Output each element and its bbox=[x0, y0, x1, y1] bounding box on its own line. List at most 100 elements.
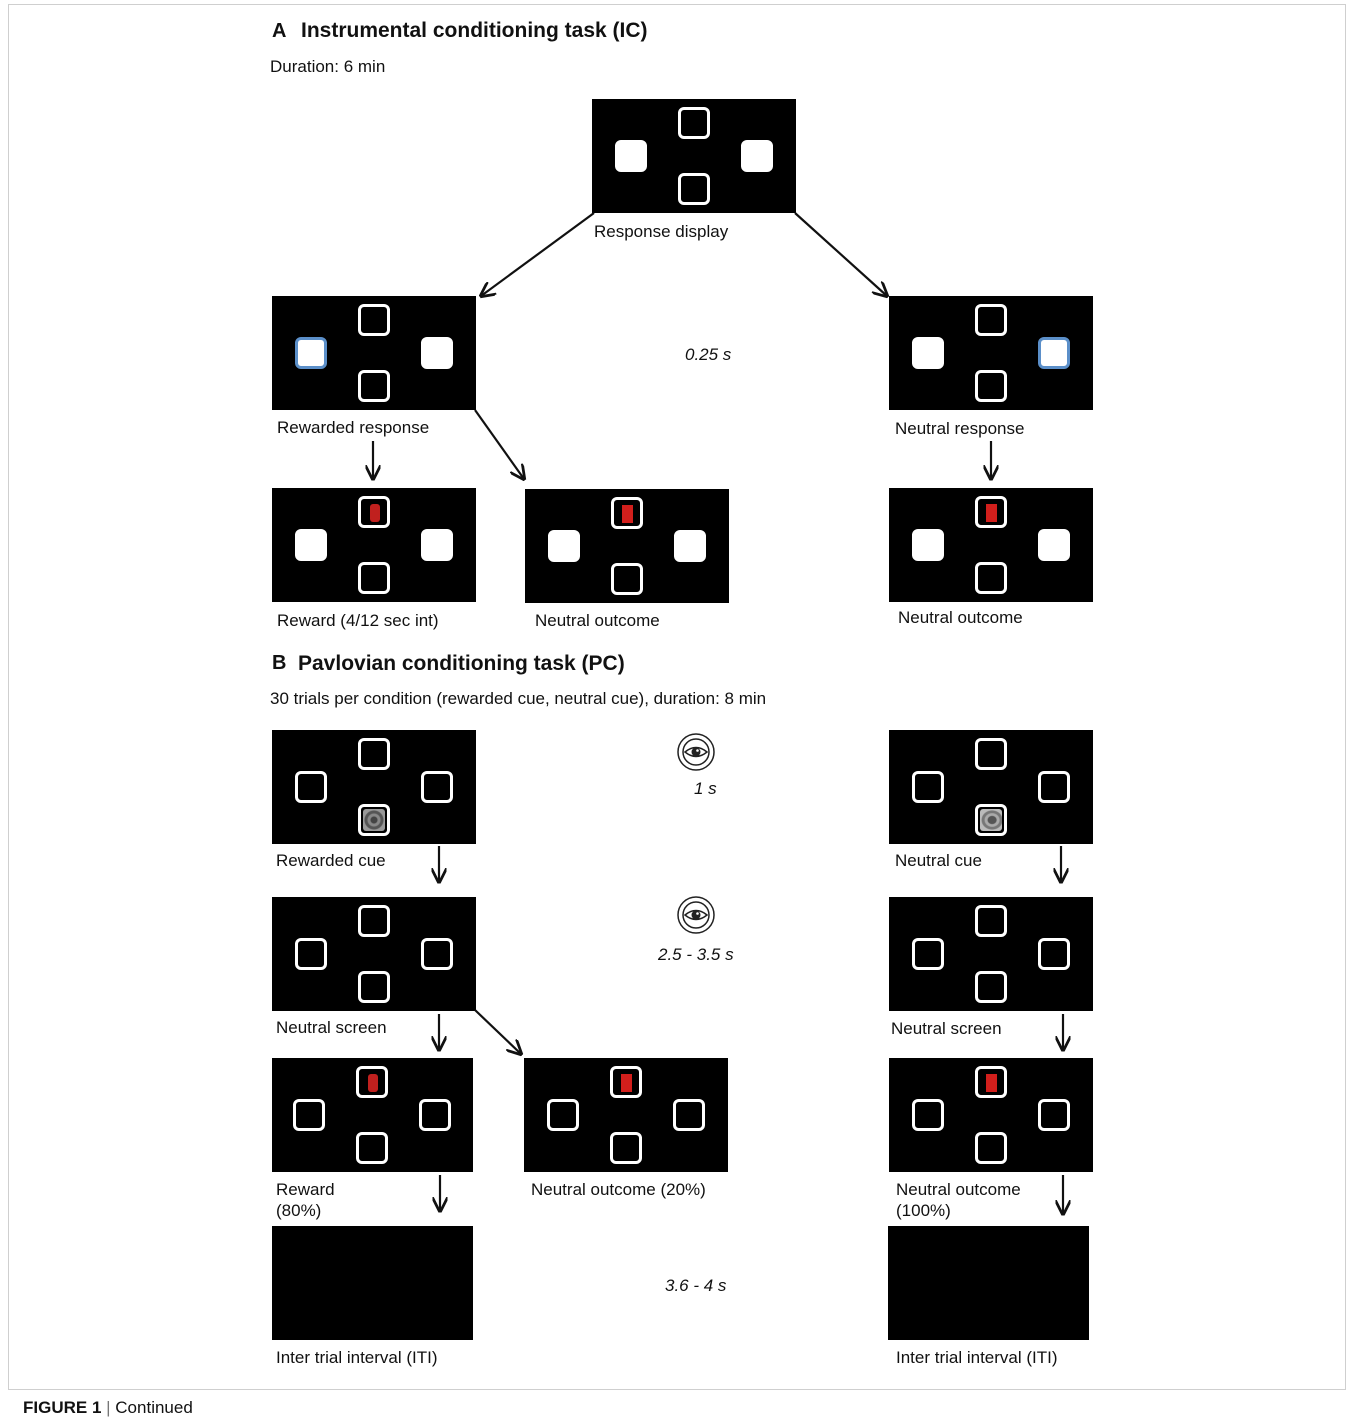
neutral-outcome-screen-right bbox=[889, 488, 1093, 602]
panel-a-timing: 0.25 s bbox=[685, 345, 731, 365]
outcome-box-top bbox=[975, 496, 1007, 528]
reward-label-line1: Reward bbox=[276, 1180, 335, 1200]
response-box-bottom bbox=[975, 562, 1007, 594]
response-box-top bbox=[678, 107, 710, 139]
box-right bbox=[1038, 1099, 1070, 1131]
response-box-left bbox=[548, 530, 580, 562]
response-box-bottom bbox=[975, 370, 1007, 402]
box-left bbox=[912, 1099, 944, 1131]
figure-caption: FIGURE 1 | Continued bbox=[23, 1398, 193, 1418]
response-box-right bbox=[421, 529, 453, 561]
red-block-icon bbox=[986, 504, 997, 522]
selected-response-box bbox=[1038, 337, 1070, 369]
box-bottom bbox=[610, 1132, 642, 1164]
reward-label: Reward (4/12 sec int) bbox=[277, 611, 439, 631]
outcome-box-top bbox=[975, 1066, 1007, 1098]
neutral-outcome-label-mid: Neutral outcome bbox=[535, 611, 660, 631]
response-display-screen bbox=[592, 99, 796, 213]
gummy-bear-icon bbox=[370, 504, 380, 522]
iti-label-right: Inter trial interval (ITI) bbox=[896, 1348, 1058, 1368]
reward-label-line2: (80%) bbox=[276, 1201, 321, 1221]
red-block-icon bbox=[621, 1074, 632, 1092]
box-right bbox=[421, 938, 453, 970]
response-box-bottom bbox=[678, 173, 710, 205]
box-left bbox=[912, 938, 944, 970]
box-bottom bbox=[358, 971, 390, 1003]
rewarded-response-screen bbox=[272, 296, 476, 410]
response-box-top bbox=[975, 304, 1007, 336]
response-box-bottom bbox=[611, 563, 643, 595]
box-bottom bbox=[975, 1132, 1007, 1164]
iti-timing: 3.6 - 4 s bbox=[665, 1276, 726, 1296]
panel-a-duration: Duration: 6 min bbox=[270, 57, 385, 77]
box-top bbox=[975, 738, 1007, 770]
response-box-left bbox=[295, 529, 327, 561]
response-box-bottom bbox=[358, 562, 390, 594]
response-box-right bbox=[1038, 529, 1070, 561]
rewarded-cue-screen bbox=[272, 730, 476, 844]
cue-timing: 1 s bbox=[694, 779, 717, 799]
response-box-left bbox=[912, 337, 944, 369]
neutral-screen-timing: 2.5 - 3.5 s bbox=[658, 945, 734, 965]
reward-outcome-screen bbox=[272, 488, 476, 602]
reward-80-screen bbox=[272, 1058, 473, 1172]
neutral-outcome-screen-mid bbox=[525, 489, 729, 603]
neutral-screen-label-left: Neutral screen bbox=[276, 1018, 387, 1038]
neutral-screen-right bbox=[889, 897, 1093, 1011]
box-top bbox=[975, 905, 1007, 937]
box-left bbox=[547, 1099, 579, 1131]
box-bottom bbox=[975, 971, 1007, 1003]
box-right bbox=[421, 771, 453, 803]
box-right bbox=[673, 1099, 705, 1131]
red-block-icon bbox=[622, 505, 633, 523]
box-right bbox=[419, 1099, 451, 1131]
response-box-right bbox=[741, 140, 773, 172]
box-left bbox=[912, 771, 944, 803]
box-top bbox=[358, 905, 390, 937]
neutral-outcome-100-label-line2: (100%) bbox=[896, 1201, 951, 1221]
neutral-outcome-20-label: Neutral outcome (20%) bbox=[531, 1180, 706, 1200]
cue-box-bottom bbox=[358, 804, 390, 836]
panel-a-letter: A bbox=[272, 20, 286, 43]
box-left bbox=[293, 1099, 325, 1131]
box-left bbox=[295, 938, 327, 970]
outcome-box-top bbox=[356, 1066, 388, 1098]
outcome-box-top bbox=[358, 496, 390, 528]
box-bottom bbox=[356, 1132, 388, 1164]
neutral-screen-label-right: Neutral screen bbox=[891, 1019, 1002, 1039]
neutral-response-screen bbox=[889, 296, 1093, 410]
neutral-response-label: Neutral response bbox=[895, 419, 1024, 439]
rewarded-cue-label: Rewarded cue bbox=[276, 851, 386, 871]
spiral-cue-icon bbox=[363, 809, 385, 831]
panel-b-title: Pavlovian conditioning task (PC) bbox=[298, 652, 625, 676]
iti-screen-right bbox=[888, 1226, 1089, 1340]
response-box-left bbox=[912, 529, 944, 561]
box-top bbox=[358, 738, 390, 770]
neutral-screen-left bbox=[272, 897, 476, 1011]
response-box-right bbox=[674, 530, 706, 562]
response-display-label: Response display bbox=[594, 222, 728, 242]
panel-a-title: Instrumental conditioning task (IC) bbox=[301, 19, 648, 43]
neutral-outcome-100-screen bbox=[889, 1058, 1093, 1172]
gummy-bear-icon bbox=[368, 1074, 378, 1092]
response-box-bottom bbox=[358, 370, 390, 402]
figure-caption-text: Continued bbox=[115, 1398, 193, 1417]
panel-b-subtitle: 30 trials per condition (rewarded cue, n… bbox=[270, 689, 766, 709]
iti-screen-left bbox=[272, 1226, 473, 1340]
neutral-cue-screen bbox=[889, 730, 1093, 844]
selected-response-box bbox=[295, 337, 327, 369]
figure-caption-label: FIGURE 1 bbox=[23, 1398, 101, 1417]
neutral-cue-label: Neutral cue bbox=[895, 851, 982, 871]
outcome-box-top bbox=[611, 497, 643, 529]
rewarded-response-label: Rewarded response bbox=[277, 418, 429, 438]
response-box-top bbox=[358, 304, 390, 336]
neutral-outcome-100-label-line1: Neutral outcome bbox=[896, 1180, 1021, 1200]
response-box-right bbox=[421, 337, 453, 369]
box-right bbox=[1038, 938, 1070, 970]
response-box-left bbox=[615, 140, 647, 172]
neutral-outcome-label-right: Neutral outcome bbox=[898, 608, 1023, 628]
box-right bbox=[1038, 771, 1070, 803]
outcome-box-top bbox=[610, 1066, 642, 1098]
pattern-cue-icon bbox=[980, 809, 1002, 831]
cue-box-bottom bbox=[975, 804, 1007, 836]
